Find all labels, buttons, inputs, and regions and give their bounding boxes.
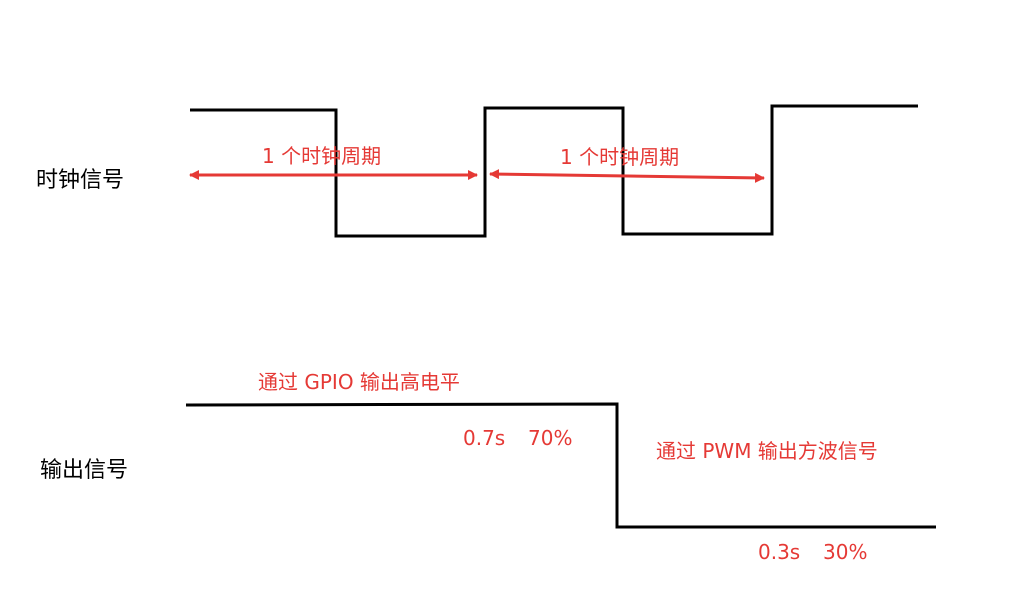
clock-period-label-1: 1 个时钟周期 (262, 144, 382, 168)
low-percent-label: 30% (823, 540, 868, 564)
clock-signal-label: 时钟信号 (36, 168, 125, 193)
low-duration-label: 0.3s (758, 540, 801, 564)
clock-period-label-2: 1 个时钟周期 (560, 145, 680, 169)
clock-waveform (190, 104, 918, 238)
clock-period-arrow-2 (489, 169, 765, 183)
gpio-annotation: 通过 GPIO 输出高电平 (258, 370, 460, 394)
pwm-annotation: 通过 PWM 输出方波信号 (656, 439, 878, 463)
high-duration-label: 0.7s (463, 426, 506, 450)
high-percent-label: 70% (528, 426, 573, 450)
output-signal-label: 输出信号 (40, 458, 129, 483)
output-waveform (185, 402, 936, 529)
